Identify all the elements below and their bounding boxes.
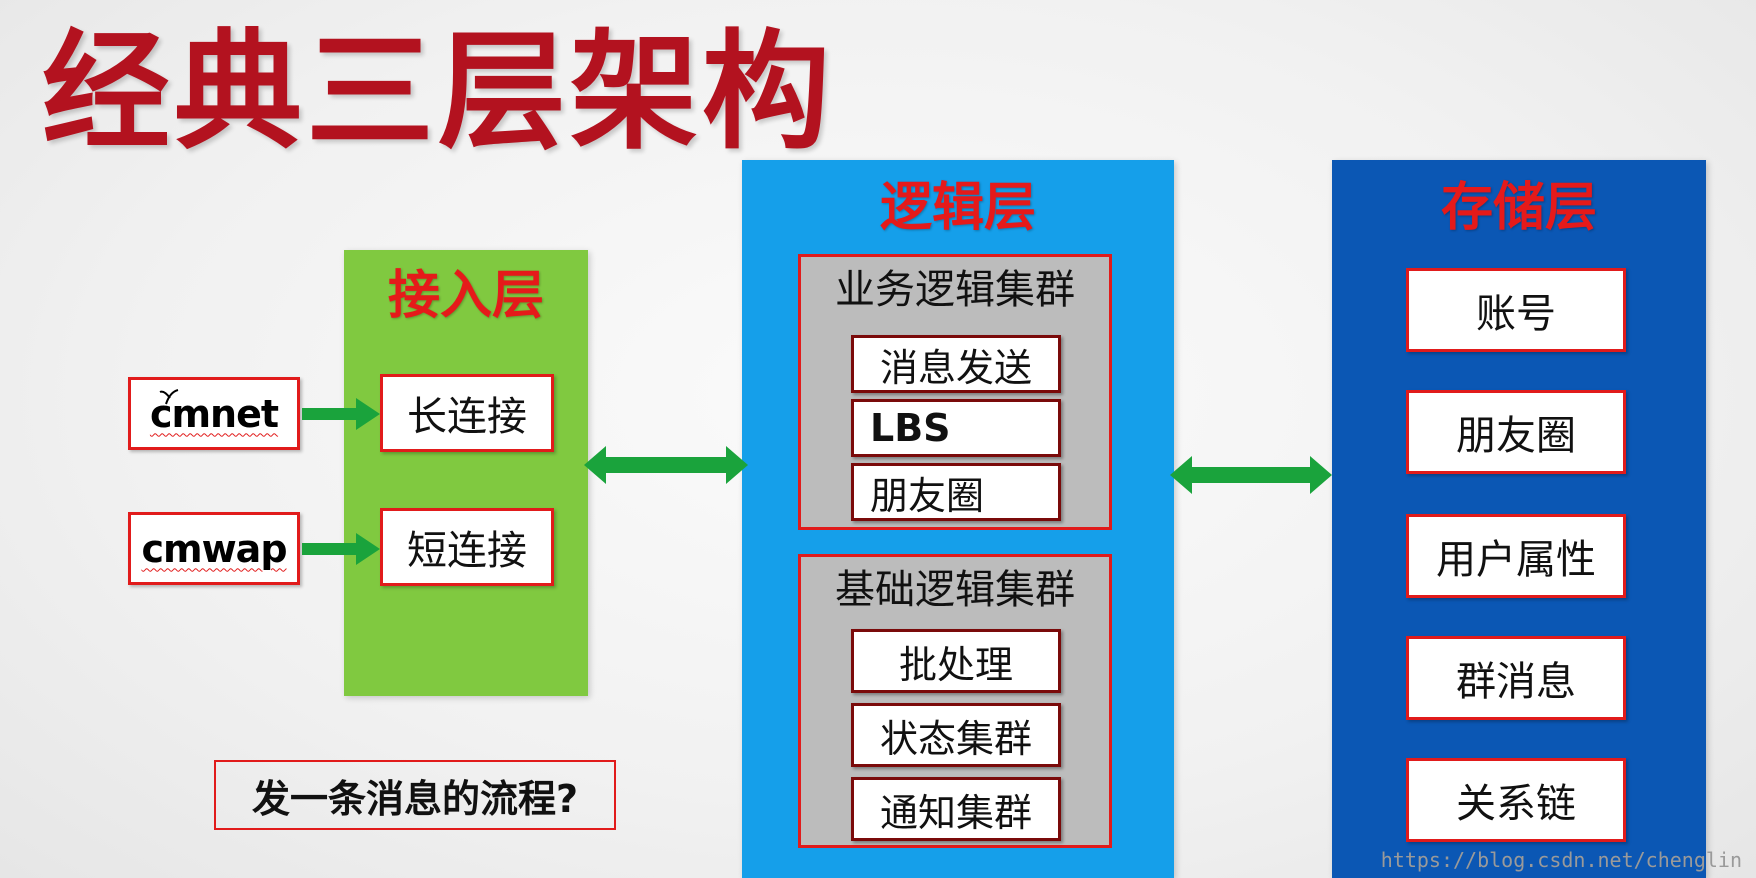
cluster-item-message-send: 消息发送 bbox=[851, 335, 1061, 393]
storage-layer-title: 存储层 bbox=[1440, 178, 1597, 238]
storage-item-group-messages: 群消息 bbox=[1406, 636, 1626, 720]
network-box-cmwap: cmwap bbox=[128, 512, 300, 585]
cluster-title: 基础逻辑集群 bbox=[835, 567, 1075, 613]
cluster-item-lbs: LBS bbox=[851, 399, 1061, 457]
connection-label: 短连接 bbox=[407, 528, 527, 574]
storage-layer-panel: 存储层 账号 朋友圈 用户属性 群消息 关系链 bbox=[1332, 160, 1706, 878]
cluster-item-batch: 批处理 bbox=[851, 629, 1061, 693]
storage-item-user-attributes: 用户属性 bbox=[1406, 514, 1626, 598]
storage-item-account: 账号 bbox=[1406, 268, 1626, 352]
watermark: https://blog.csdn.net/chenglin bbox=[1380, 848, 1742, 872]
cluster-item-notify: 通知集群 bbox=[851, 777, 1061, 841]
connection-label: 长连接 bbox=[407, 394, 527, 440]
double-arrow-icon bbox=[1170, 456, 1332, 494]
access-layer-title: 接入层 bbox=[387, 266, 544, 326]
question-text: 发一条消息的流程? bbox=[251, 776, 579, 821]
cluster-item-status: 状态集群 bbox=[851, 703, 1061, 767]
question-box: 发一条消息的流程? bbox=[214, 760, 616, 830]
network-label: cmwap bbox=[141, 526, 287, 571]
connection-box-long: 长连接 bbox=[380, 374, 554, 452]
cluster-item-moments: 朋友圈 bbox=[851, 463, 1061, 521]
storage-item-relation-chain: 关系链 bbox=[1406, 758, 1626, 842]
logic-layer-title: 逻辑层 bbox=[879, 178, 1036, 238]
network-label: cmnet bbox=[149, 391, 279, 436]
storage-item-moments: 朋友圈 bbox=[1406, 390, 1626, 474]
double-arrow-icon bbox=[584, 446, 748, 484]
business-logic-cluster: 业务逻辑集群 消息发送 LBS 朋友圈 bbox=[798, 254, 1112, 530]
cluster-title: 业务逻辑集群 bbox=[835, 267, 1075, 313]
page-title: 经典三层架构 bbox=[42, 18, 835, 167]
access-layer-panel: 接入层 bbox=[344, 250, 588, 696]
logic-layer-panel: 逻辑层 业务逻辑集群 消息发送 LBS 朋友圈 基础逻辑集群 批处理 状态集群 … bbox=[742, 160, 1174, 878]
connection-box-short: 短连接 bbox=[380, 508, 554, 586]
base-logic-cluster: 基础逻辑集群 批处理 状态集群 通知集群 bbox=[798, 554, 1112, 848]
network-box-cmnet: cmnet bbox=[128, 377, 300, 450]
